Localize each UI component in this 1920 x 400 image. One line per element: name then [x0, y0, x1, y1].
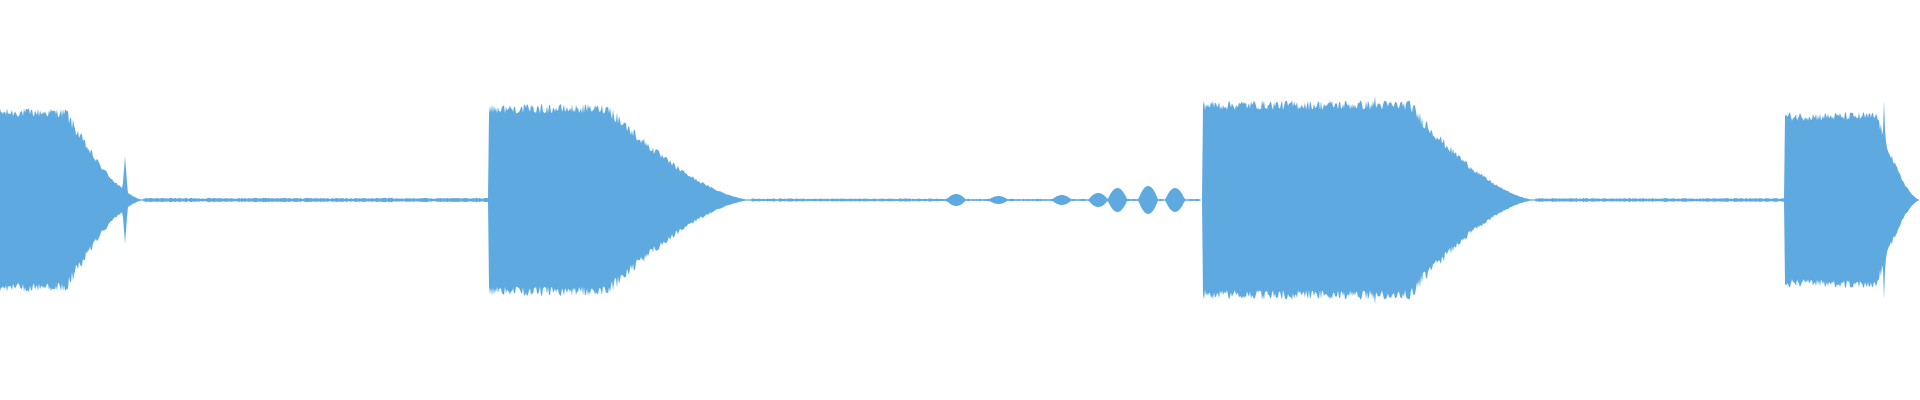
waveform-shape	[0, 96, 1919, 304]
